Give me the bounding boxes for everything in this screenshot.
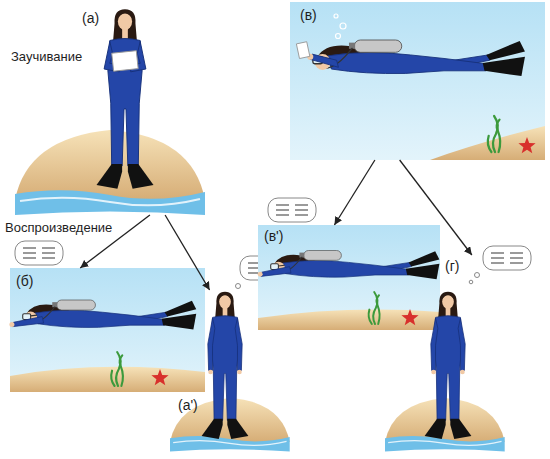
swimming-diver: [313, 40, 525, 76]
arrow-connector: [165, 215, 210, 290]
underwater-panel: [258, 225, 440, 330]
thought-dot: [475, 273, 480, 278]
stage-label: Заучивание: [10, 50, 83, 65]
air-bubbles: [334, 14, 346, 39]
swimming-diver: [271, 251, 440, 280]
starfish: [151, 369, 168, 385]
swimming-diver: [9, 300, 196, 330]
scene-panel: (б): [10, 268, 205, 392]
sea-floor: [10, 367, 205, 392]
thought-dot: [469, 280, 473, 284]
seaweed: [369, 292, 380, 324]
starfish: [401, 309, 418, 325]
seaweed: [111, 352, 123, 386]
swimming-diver: [296, 40, 525, 76]
swimming-diver: [23, 300, 197, 330]
arms: [208, 318, 242, 374]
thought-bubble: [15, 241, 63, 265]
standing-diver: [425, 292, 472, 439]
panel-letter: (а'): [178, 398, 198, 413]
panel-letter: (г): [445, 259, 459, 274]
scene-panel: (в): [290, 2, 545, 160]
starfish: [518, 137, 535, 153]
underwater-panel: [290, 2, 545, 160]
standing-diver: [202, 292, 249, 439]
panel-letter: (б): [16, 274, 33, 289]
standing-diver: [97, 9, 154, 189]
thought-bubble: [483, 246, 531, 270]
standing-diver: [425, 292, 472, 439]
scene-panel: (а): [15, 5, 205, 215]
underwater-panel: [10, 268, 205, 392]
stage-label: Воспроизведение: [4, 221, 113, 236]
panel-letter: (в): [300, 8, 317, 23]
scene-panel: (в'): [258, 225, 440, 330]
panel-letter: (а): [82, 11, 99, 26]
scene-panel: (а'): [170, 290, 290, 452]
swimming-diver: [258, 251, 440, 280]
standing-diver: [202, 292, 249, 439]
scene-panel: (г): [395, 255, 540, 455]
arms-with-sheet: [104, 41, 146, 71]
arms: [431, 318, 465, 374]
arms-with-sheet: [296, 42, 338, 68]
arms: [9, 317, 43, 327]
thought-bubble: [268, 198, 316, 222]
panel-letter: (в'): [264, 229, 283, 244]
sea-floor: [258, 310, 440, 330]
thought-dot: [236, 284, 241, 289]
standing-diver: [97, 9, 154, 189]
arrow-connector: [400, 160, 472, 255]
seaweed: [488, 116, 500, 152]
arrow-connector: [334, 160, 374, 225]
arms: [258, 267, 291, 277]
